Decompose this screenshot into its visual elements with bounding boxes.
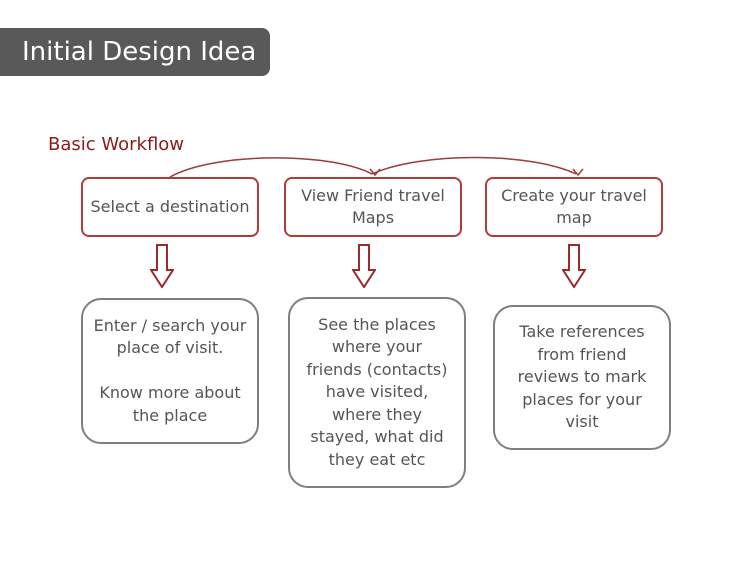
- description-box-view-friend-maps: See the places where your friends (conta…: [288, 297, 466, 488]
- down-arrow-icon: [352, 244, 376, 288]
- description-text: See the places where your friends (conta…: [306, 314, 448, 469]
- description-text: Enter / search your place of visit. Know…: [93, 315, 247, 425]
- down-arrow-icon: [150, 244, 174, 288]
- down-arrow-icon: [562, 244, 586, 288]
- connector-step2-to-step3: [371, 156, 577, 175]
- section-subtitle: Basic Workflow: [48, 134, 185, 155]
- step-label: View Friend travel Maps: [301, 186, 445, 227]
- step-box-create-travel-map: Create your travel map: [485, 177, 663, 237]
- slide-title: Initial Design Idea: [0, 28, 270, 76]
- step-box-view-friend-maps: View Friend travel Maps: [284, 177, 462, 237]
- connector-arrowhead: [572, 168, 584, 177]
- connector-arrowhead: [369, 168, 381, 177]
- step-label: Select a destination: [90, 197, 250, 216]
- description-box-create-travel-map: Take references from friend reviews to m…: [493, 305, 671, 450]
- description-box-select-destination: Enter / search your place of visit. Know…: [81, 298, 259, 444]
- description-text: Take references from friend reviews to m…: [517, 322, 647, 432]
- step-label: Create your travel map: [501, 186, 647, 227]
- step-box-select-destination: Select a destination: [81, 177, 259, 237]
- connector-step1-to-step2: [169, 157, 373, 178]
